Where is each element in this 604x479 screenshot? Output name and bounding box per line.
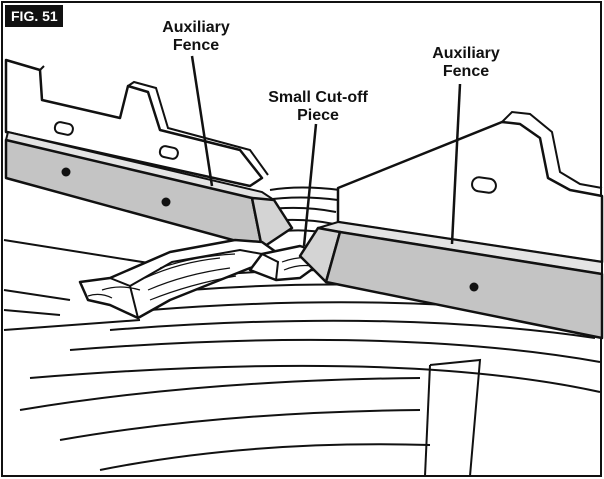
svg-text:Piece: Piece: [297, 107, 339, 124]
fence-screw: [61, 167, 71, 177]
svg-text:Fence: Fence: [173, 37, 219, 54]
leader-line-left-fence: [190, 55, 214, 187]
fence-screw: [469, 282, 479, 292]
workpiece: [78, 238, 280, 320]
label-left-fence: Auxiliary Fence: [162, 19, 230, 54]
figure-tag-text: FIG. 51: [11, 8, 58, 24]
fence-screw: [161, 197, 171, 207]
leader-lines: [190, 55, 462, 247]
svg-text:Small Cut-off: Small Cut-off: [268, 89, 368, 106]
left-fence-plate: [4, 58, 269, 188]
figure-tag: FIG. 51: [5, 5, 63, 27]
leader-line-cutoff-piece: [302, 123, 318, 247]
svg-text:Auxiliary: Auxiliary: [162, 19, 230, 36]
svg-text:Fence: Fence: [443, 63, 489, 80]
right-auxiliary-fence: [298, 220, 604, 340]
svg-text:Auxiliary: Auxiliary: [432, 45, 500, 62]
label-cutoff-piece: Small Cut-off Piece: [268, 89, 368, 124]
leader-line-right-fence: [450, 83, 462, 245]
label-right-fence: Auxiliary Fence: [432, 45, 500, 80]
left-auxiliary-fence: [4, 130, 294, 250]
